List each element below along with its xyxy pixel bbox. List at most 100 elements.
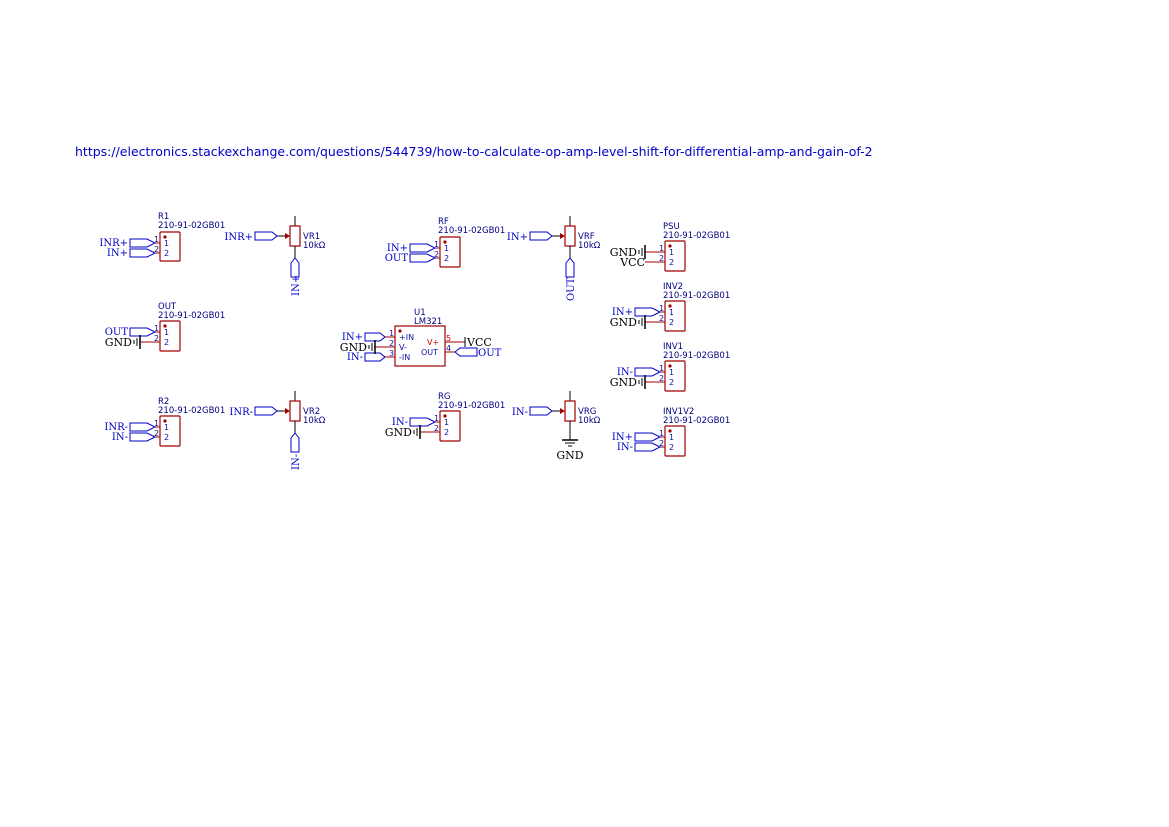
pot-body [289, 400, 301, 422]
net-label-flag [290, 257, 300, 278]
net-label-flag [129, 432, 157, 442]
net-label: IN- [617, 442, 633, 453]
pin-number: 2 [389, 339, 394, 348]
pin-number: 1 [669, 308, 674, 317]
net-label: IN+ [612, 307, 633, 318]
pin-number: 2 [164, 338, 169, 347]
pin-name: -IN [399, 353, 410, 362]
connector-ref: R2 [158, 397, 169, 407]
net-label-flag [634, 307, 662, 317]
power-label: GND [385, 426, 412, 439]
pin-number: 1 [659, 364, 664, 373]
net-label: OUT [478, 348, 502, 359]
pin-number: 2 [154, 245, 159, 254]
pot-body [564, 225, 576, 247]
pin-number: 1 [164, 239, 169, 248]
connector-ref: INV1V2 [663, 407, 694, 417]
connector-inv2: INV2 210-91-02GB01 1 2 1 2 IN+ GND [610, 282, 730, 332]
connector-body [664, 240, 686, 272]
pin1-marker [668, 244, 672, 248]
pot-ref: VR1 [303, 232, 320, 242]
net-label-flag [129, 248, 157, 258]
pot-ref: VRG [578, 407, 596, 417]
pin-number: 1 [669, 368, 674, 377]
pin-number: 2 [669, 378, 674, 387]
pin-number: 3 [389, 349, 394, 358]
net-label: IN+ [291, 275, 302, 296]
pin-number: 1 [669, 433, 674, 442]
connector-ref: INV2 [663, 282, 683, 292]
wiper-arrow [560, 233, 565, 239]
pin-number: 2 [669, 258, 674, 267]
pin1-marker [163, 324, 167, 328]
connector-value: 210-91-02GB01 [438, 401, 505, 411]
net-label: IN- [291, 454, 302, 470]
power-label: VCC [619, 256, 645, 269]
connector-body [664, 360, 686, 392]
pin-name: +IN [399, 333, 414, 342]
ground-symbol [368, 340, 376, 354]
net-label-flag [409, 243, 437, 253]
pot-vrf: IN+ OUT VRF 10kΩ [507, 216, 601, 301]
connector-r1: R1 210-91-02GB01 1 2 1 2 INR+ IN+ [99, 212, 225, 262]
connector-value: 210-91-02GB01 [158, 311, 225, 321]
connector-ref: INV1 [663, 342, 683, 352]
net-label: IN+ [387, 243, 408, 254]
pot-value: 10kΩ [578, 241, 601, 251]
pin-number: 2 [434, 424, 439, 433]
net-label: OUT [385, 253, 409, 264]
connector-ref: OUT [158, 302, 177, 312]
pot-ref: VRF [578, 232, 595, 242]
pin-number: 2 [659, 374, 664, 383]
pin1-marker [668, 429, 672, 433]
ground-symbol [133, 335, 141, 349]
net-label-flag [290, 432, 300, 453]
connector-ref: R1 [158, 212, 169, 222]
pin1-marker [443, 240, 447, 244]
opamp-u1: U1 LM321 +IN V- -IN V+ OUT 1 2 3 5 4 IN+… [340, 308, 502, 367]
connector-ref: RG [438, 392, 451, 402]
pin-name: V- [399, 343, 407, 352]
pin-number: 2 [444, 254, 449, 263]
wiper-arrow [285, 408, 290, 414]
power-label: GND [610, 376, 637, 389]
net-label-flag [254, 406, 278, 416]
pin1-marker [163, 235, 167, 239]
pin-number: 1 [659, 429, 664, 438]
pin-number: 1 [154, 324, 159, 333]
net-label: INR- [104, 422, 128, 433]
pin-number: 2 [164, 249, 169, 258]
connector-value: 210-91-02GB01 [158, 221, 225, 231]
pin-number: 1 [389, 329, 394, 338]
power-label: GND [556, 449, 583, 462]
net-label: IN+ [342, 332, 363, 343]
power-label: GND [610, 316, 637, 329]
pin-number: 2 [659, 314, 664, 323]
connector-rf: RF 210-91-02GB01 1 2 1 2 IN+ OUT [385, 217, 505, 268]
pot-vrg: IN- GND VRG 10kΩ [512, 391, 601, 462]
net-label: OUT [105, 327, 129, 338]
connector-body [159, 415, 181, 447]
net-label-flag [634, 442, 662, 452]
ground-symbol [638, 375, 646, 389]
pin1-marker [398, 329, 402, 333]
connector-ref: PSU [663, 222, 680, 232]
connector-value: 210-91-02GB01 [158, 406, 225, 416]
net-label: IN- [112, 432, 128, 443]
connector-body [664, 425, 686, 457]
net-label-flag [529, 231, 553, 241]
pin-number: 1 [659, 304, 664, 313]
pin-number: 2 [154, 334, 159, 343]
pin-number: 1 [154, 419, 159, 428]
power-label: VCC [466, 336, 492, 349]
pin-name: OUT [421, 348, 438, 357]
net-label-flag [634, 367, 662, 377]
connector-body [159, 320, 181, 352]
pin-number: 1 [659, 244, 664, 253]
connector-body [439, 410, 461, 442]
net-label: IN- [347, 352, 363, 363]
pin-number: 4 [446, 344, 451, 353]
net-label-flag [634, 432, 662, 442]
pin1-marker [443, 414, 447, 418]
net-label: IN+ [507, 232, 528, 243]
